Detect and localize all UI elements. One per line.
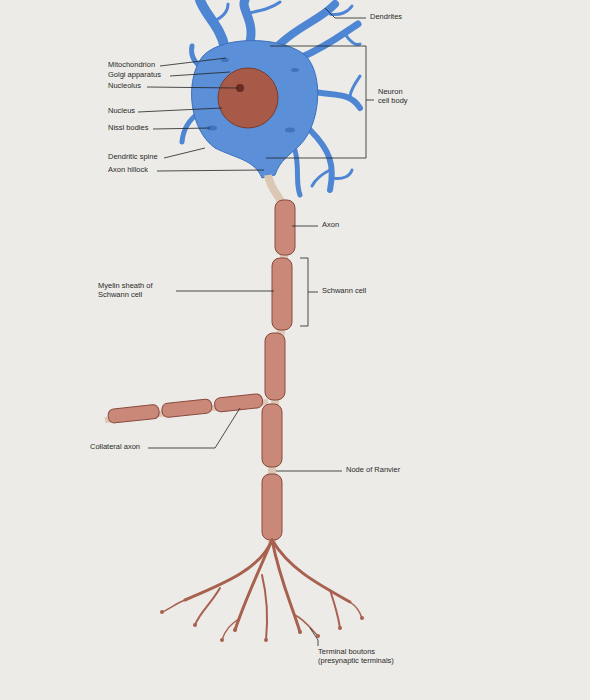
terminal-branches xyxy=(162,540,362,640)
nissl-bodies xyxy=(207,58,299,133)
part-label: Myelin sheath of Schwann cell xyxy=(98,282,174,299)
dendrites xyxy=(182,0,360,195)
part-label: Node of Ranvier xyxy=(346,466,400,475)
part-label: Dendritic spine xyxy=(108,153,158,162)
part-label: Terminal boutons (presynaptic terminals) xyxy=(318,648,410,665)
cell-body xyxy=(192,41,318,178)
myelin-sheath xyxy=(108,200,295,540)
part-label: Nucleolus xyxy=(108,82,141,91)
part-label: Axon hillock xyxy=(108,166,148,175)
part-label: Mitochondrion xyxy=(108,61,155,70)
part-label: Neuron cell body xyxy=(378,88,408,105)
part-label: Golgi apparatus xyxy=(108,71,161,80)
leader-lines xyxy=(138,8,374,646)
part-label: Schwann cell xyxy=(322,287,366,296)
nucleus xyxy=(218,68,278,128)
terminal-boutons xyxy=(160,610,364,642)
part-label: Collateral axon xyxy=(90,443,140,452)
part-label: Dendrites xyxy=(370,13,402,22)
part-label: Nissl bodies xyxy=(108,124,148,133)
part-label: Nucleus xyxy=(108,107,135,116)
part-label: Axon xyxy=(322,221,339,230)
